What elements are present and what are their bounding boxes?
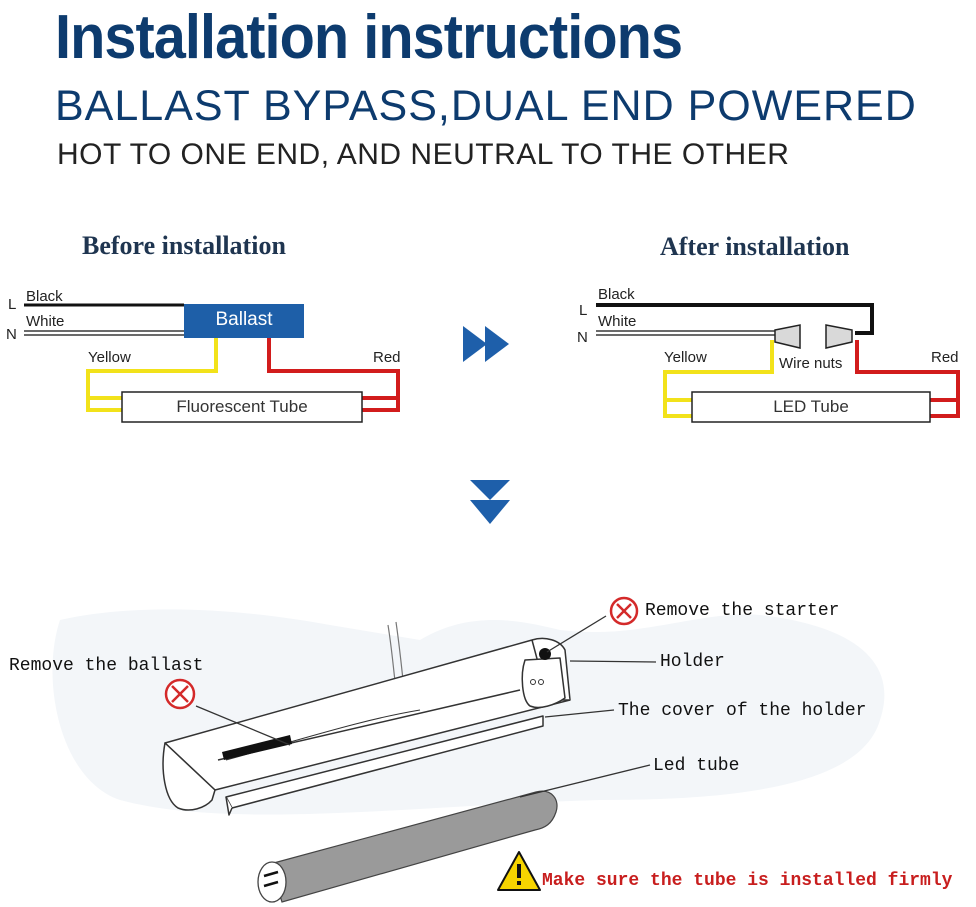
led-tube-callout-label: Led tube	[653, 756, 740, 776]
ballast-label: Ballast	[215, 309, 273, 330]
warning-icon	[497, 851, 541, 891]
warning-label: Make sure the tube is installed firmly	[542, 871, 953, 891]
fluorescent-tube-label: Fluorescent Tube	[176, 397, 308, 416]
before-yellow-label: Yellow	[88, 349, 131, 366]
remove-ballast-label: Remove the ballast	[9, 656, 204, 676]
before-black-label: Black	[26, 288, 63, 305]
starter-dot	[539, 648, 551, 660]
cover-label: The cover of the holder	[618, 701, 867, 721]
before-wiring-diagram	[24, 303, 400, 423]
remove-circle-icon	[164, 678, 196, 710]
wire-nuts-label: Wire nuts	[779, 355, 843, 372]
led-tube-label: LED Tube	[773, 397, 849, 416]
after-red-label: Red	[931, 349, 959, 366]
page-subtitle-secondary: HOT TO ONE END, AND NEUTRAL TO THE OTHER	[57, 138, 790, 171]
before-line-n-label: N	[6, 326, 17, 343]
wire-nut-icon	[825, 324, 853, 349]
before-line-l-label: L	[8, 296, 17, 313]
after-line-n-label: N	[577, 329, 588, 346]
page-subtitle: BALLAST BYPASS,DUAL END POWERED	[55, 82, 917, 130]
after-black-label: Black	[598, 286, 635, 303]
down-arrow-icon	[470, 480, 510, 524]
led-tube-box	[691, 391, 931, 423]
right-arrow-icon	[463, 326, 509, 362]
after-wiring-diagram	[596, 303, 960, 423]
after-installation-title: After installation	[660, 232, 850, 261]
after-line-l-label: L	[579, 302, 588, 319]
remove-circle-icon	[609, 596, 639, 626]
before-installation-title: Before installation	[82, 231, 286, 260]
holder-cover	[225, 715, 544, 816]
ballast-box	[184, 304, 304, 338]
after-yellow-label: Yellow	[664, 349, 707, 366]
wire-nut-icon	[774, 324, 801, 349]
fluorescent-tube-box	[121, 391, 363, 423]
holder-label: Holder	[660, 652, 725, 672]
led-tube-illustration	[257, 790, 558, 903]
remove-starter-label: Remove the starter	[645, 601, 840, 621]
after-white-label: White	[598, 313, 637, 330]
before-white-label: White	[26, 313, 65, 330]
page-title: Installation instructions	[55, 3, 683, 72]
before-red-label: Red	[373, 349, 401, 366]
